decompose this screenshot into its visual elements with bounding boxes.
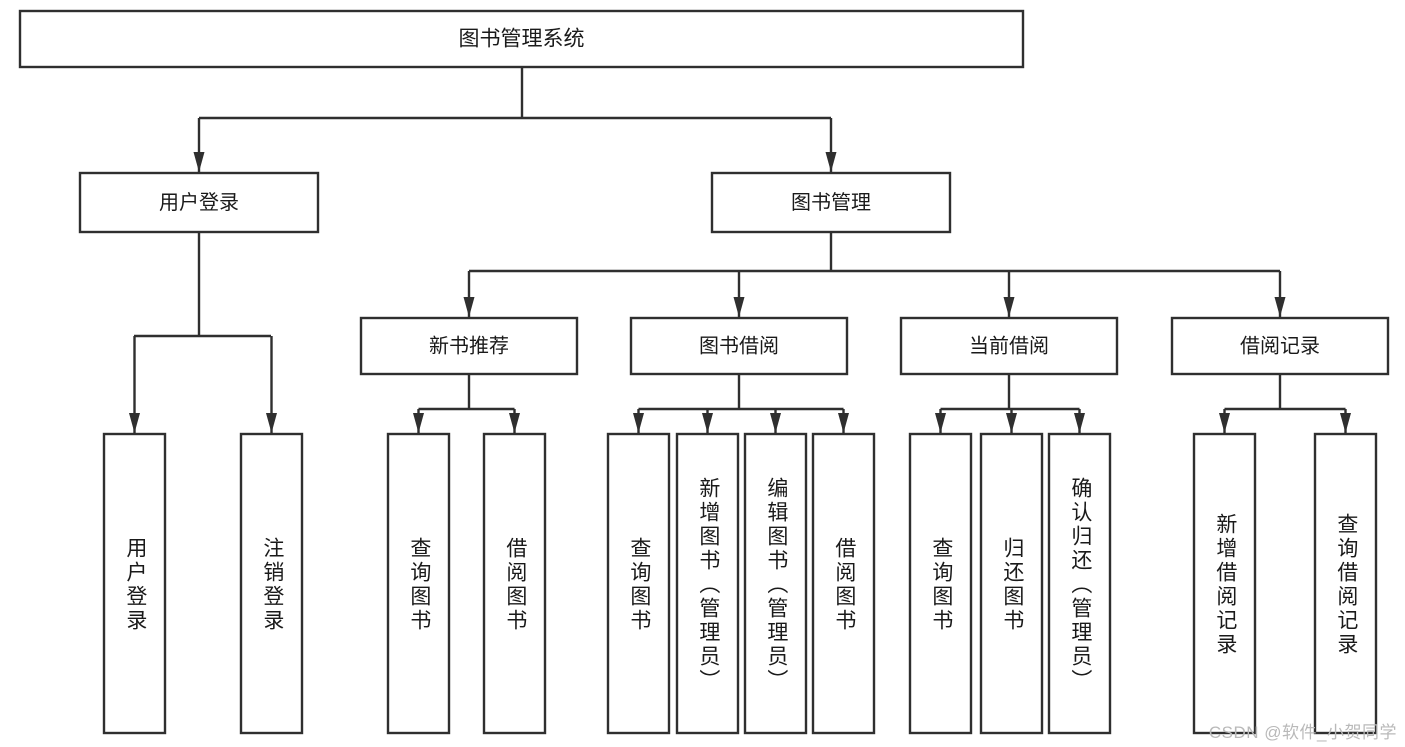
node-box-book-borrow[interactable] <box>629 316 849 376</box>
node-label-borrow-records: 借阅记录 <box>1240 334 1320 357</box>
arrow-head <box>266 413 277 433</box>
node-box-leaf-query-book-recommend[interactable] <box>386 432 451 735</box>
node-box-leaf-logout[interactable] <box>239 432 304 735</box>
node-box-leaf-edit-book[interactable] <box>743 432 808 735</box>
node-box-user-login[interactable] <box>78 171 320 234</box>
node-label-new-book-recommend: 新书推荐 <box>429 334 509 357</box>
arrow-head <box>702 413 713 433</box>
node-box-leaf-return-book[interactable] <box>979 432 1044 735</box>
node-box-borrow-records[interactable] <box>1170 316 1390 376</box>
node-box-new-book-recommend[interactable] <box>359 316 579 376</box>
arrow-head <box>1006 413 1017 433</box>
arrow-head <box>838 413 849 433</box>
node-box-leaf-user-login[interactable] <box>102 432 167 735</box>
watermark: CSDN @软件_小贺同学 <box>1208 723 1397 742</box>
arrow-head <box>413 413 424 433</box>
node-box-leaf-query-book-borrow[interactable] <box>606 432 671 735</box>
arrow-head <box>770 413 781 433</box>
node-box-leaf-borrow-book-recommend[interactable] <box>482 432 547 735</box>
node-box-leaf-query-book-current[interactable] <box>908 432 973 735</box>
arrow-head <box>1003 297 1015 317</box>
arrow-head <box>825 152 837 172</box>
arrow-head <box>1340 413 1351 433</box>
connector-layer <box>129 67 1351 433</box>
node-box-root[interactable] <box>18 9 1025 69</box>
arrow-head <box>463 297 475 317</box>
node-box-current-borrow[interactable] <box>899 316 1119 376</box>
node-label-root: 图书管理系统 <box>459 28 585 51</box>
node-label-book-management: 图书管理 <box>791 191 871 214</box>
arrow-head <box>1074 413 1085 433</box>
arrow-head <box>733 297 745 317</box>
arrow-head <box>129 413 140 433</box>
arrow-head <box>1219 413 1230 433</box>
arrow-head <box>633 413 644 433</box>
arrow-head <box>509 413 520 433</box>
node-label-book-borrow: 图书借阅 <box>699 334 779 357</box>
node-label-current-borrow: 当前借阅 <box>969 334 1049 357</box>
arrow-head <box>193 152 205 172</box>
arrow-head <box>935 413 946 433</box>
node-box-leaf-add-borrow-record[interactable] <box>1192 432 1257 735</box>
node-label-user-login: 用户登录 <box>159 191 239 214</box>
node-box-leaf-add-book[interactable] <box>675 432 740 735</box>
node-box-layer <box>18 9 1390 735</box>
node-box-leaf-borrow-book[interactable] <box>811 432 876 735</box>
arrow-head <box>1274 297 1286 317</box>
node-box-leaf-query-borrow-record[interactable] <box>1313 432 1378 735</box>
node-box-leaf-confirm-return[interactable] <box>1047 432 1112 735</box>
node-box-book-management[interactable] <box>710 171 952 234</box>
